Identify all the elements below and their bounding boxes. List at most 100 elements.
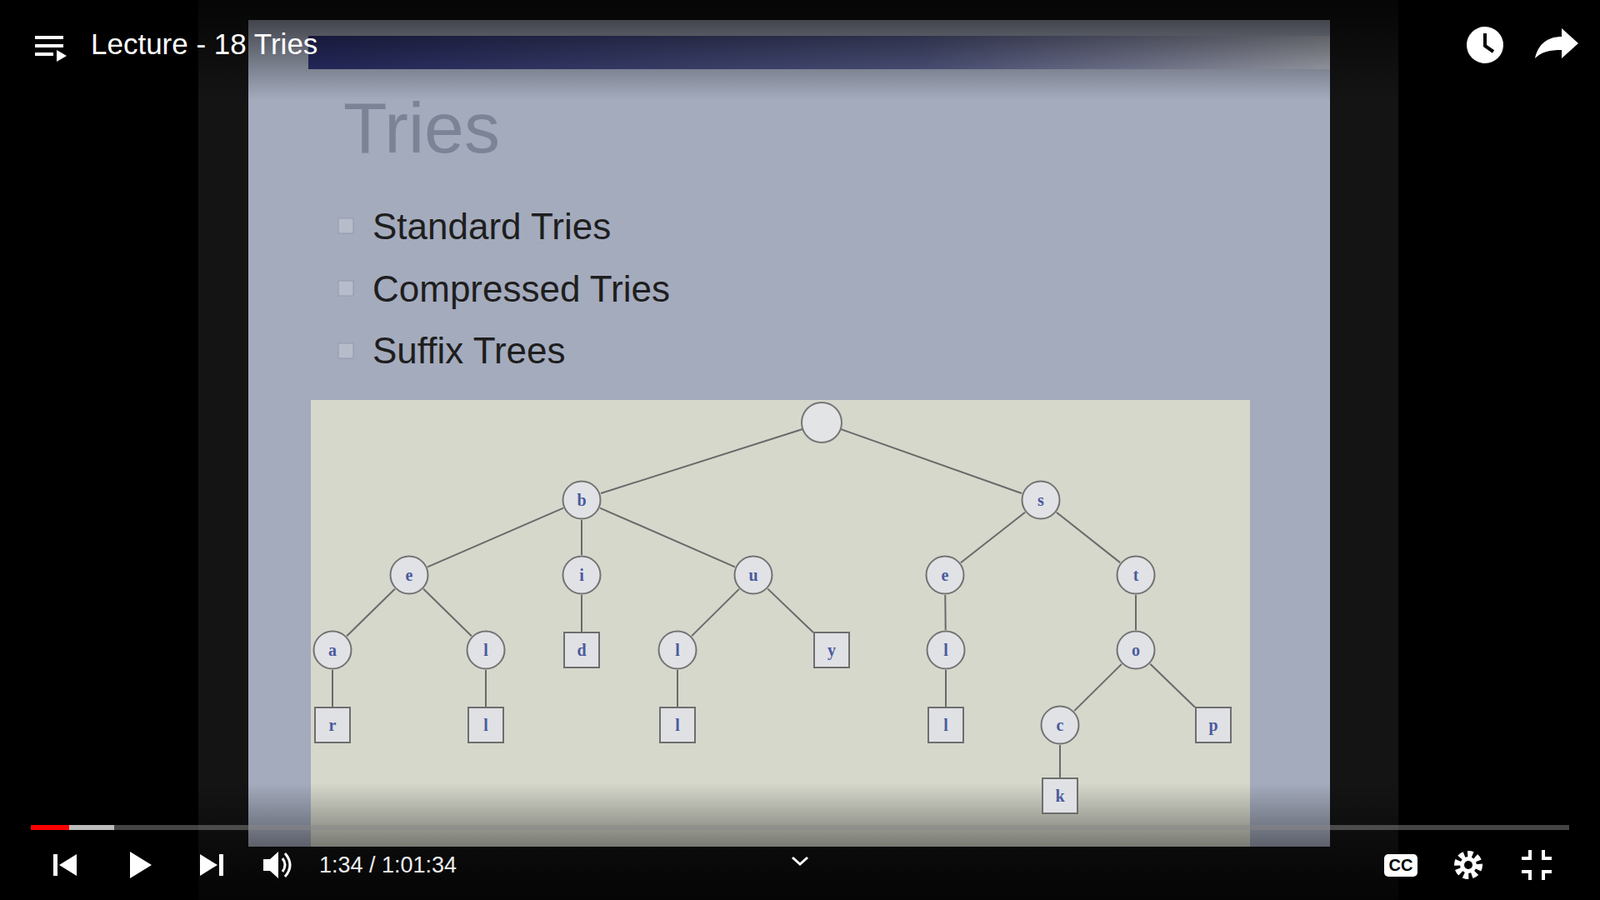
circle-shape <box>1041 706 1080 745</box>
circle-shape <box>1022 481 1060 520</box>
node-letter: s <box>1037 490 1045 510</box>
circle-shape <box>1117 631 1155 670</box>
slide-ground <box>248 20 1330 847</box>
trie-edge <box>1074 664 1122 711</box>
trie-leaf-box: d <box>563 631 600 669</box>
video-title: Lecture - 18 Tries <box>90 27 318 61</box>
node-letter: l <box>943 640 949 660</box>
bullet-text: Compressed Tries <box>372 268 670 310</box>
bullet <box>338 343 354 359</box>
trie-leaf-box: l <box>927 706 965 744</box>
trie-node-circle: c <box>1040 705 1080 745</box>
node-letter: e <box>941 565 950 585</box>
trie-leaf-box: p <box>1195 706 1232 744</box>
trie-edge <box>423 589 472 636</box>
node-letter: a <box>328 640 337 660</box>
node-letter: u <box>748 565 758 585</box>
trie-leaf-box: y <box>813 631 850 669</box>
cc-button: CC <box>1384 854 1419 877</box>
trie-edge <box>676 670 679 707</box>
volume-icon <box>263 851 290 879</box>
node-letter: l <box>675 640 680 660</box>
trie-node-circle: i <box>561 555 602 595</box>
trie-edge <box>1135 595 1137 630</box>
circle-shape <box>659 631 697 670</box>
trie-node-circle: b <box>561 480 602 520</box>
node-letter: l <box>483 715 489 735</box>
play-icon <box>130 851 152 879</box>
trie-node-circle: t <box>1115 555 1156 595</box>
share-icon <box>1535 28 1579 59</box>
trie-node-circle: u <box>733 555 774 595</box>
trie-node-circle: a <box>312 630 353 670</box>
node-letter: l <box>483 640 489 660</box>
trie-edge <box>691 589 740 636</box>
trie-edge <box>767 589 814 633</box>
bullet <box>338 280 354 296</box>
node-letter: b <box>576 490 586 510</box>
trie-edge <box>346 589 395 636</box>
root-edge <box>600 429 803 494</box>
bottom-shade <box>0 783 1600 900</box>
node-letter: p <box>1208 715 1218 735</box>
trie-node-circle: e <box>389 555 430 595</box>
diagram-panel <box>310 400 1250 847</box>
circle-shape <box>563 556 601 595</box>
trie-leaf-box: l <box>659 706 696 744</box>
circle-shape <box>1117 556 1155 595</box>
progress-played <box>30 825 70 830</box>
clock-icon <box>1466 26 1504 64</box>
circle-shape <box>314 631 352 670</box>
node-letter: y <box>827 640 836 660</box>
bullet-text: Standard Tries <box>372 205 611 248</box>
trie-edge <box>945 670 947 707</box>
slide-title: Tries <box>343 86 500 170</box>
trie-edge <box>580 520 583 555</box>
next-icon <box>200 854 224 876</box>
node-letter: k <box>1055 786 1065 806</box>
trie-node-circle: e <box>925 555 965 595</box>
chevron-icon <box>792 857 808 865</box>
circle-shape <box>563 481 601 520</box>
trie-leaf-box: l <box>467 706 505 744</box>
trie-edge <box>1150 664 1195 708</box>
circle-shape <box>390 556 429 595</box>
video-ground <box>198 0 1399 900</box>
circle-shape <box>467 631 505 670</box>
trie-edge <box>427 508 564 568</box>
trie-edge <box>1059 745 1061 778</box>
trie-node-circle: s <box>1020 480 1061 520</box>
trie-edge <box>485 670 487 707</box>
trie-edge <box>331 670 334 707</box>
prev-icon <box>53 854 77 876</box>
node-letter: e <box>405 565 414 585</box>
node-letter: c <box>1056 715 1065 735</box>
trie-node-circle: l <box>657 630 698 670</box>
trie-edge <box>944 595 946 630</box>
trie-node-circle: o <box>1115 630 1156 670</box>
time-display: 1:34 / 1:01:34 <box>319 852 457 879</box>
node-letter: r <box>329 715 337 735</box>
trie-edge <box>600 508 735 568</box>
trie-node-circle: l <box>465 630 506 670</box>
node-letter: o <box>1131 640 1140 660</box>
exit-fullscreen-icon <box>1521 850 1552 880</box>
node-letter: i <box>579 565 585 585</box>
progress-track <box>30 825 1570 830</box>
node-letter: t <box>1133 565 1140 585</box>
gear-icon <box>1457 854 1480 876</box>
trie-leaf-box: k <box>1041 777 1079 815</box>
circle-shape <box>927 631 965 670</box>
root-edge <box>840 429 1022 494</box>
node-letter: d <box>576 640 586 660</box>
trie-edge <box>580 595 583 632</box>
progress-buffer <box>30 825 115 830</box>
circle-shape <box>735 556 773 595</box>
bullet-text: Suffix Trees <box>372 330 566 372</box>
node-letter: l <box>943 715 949 735</box>
trie-leaf-box: r <box>314 706 351 744</box>
node-letter: l <box>675 715 680 735</box>
